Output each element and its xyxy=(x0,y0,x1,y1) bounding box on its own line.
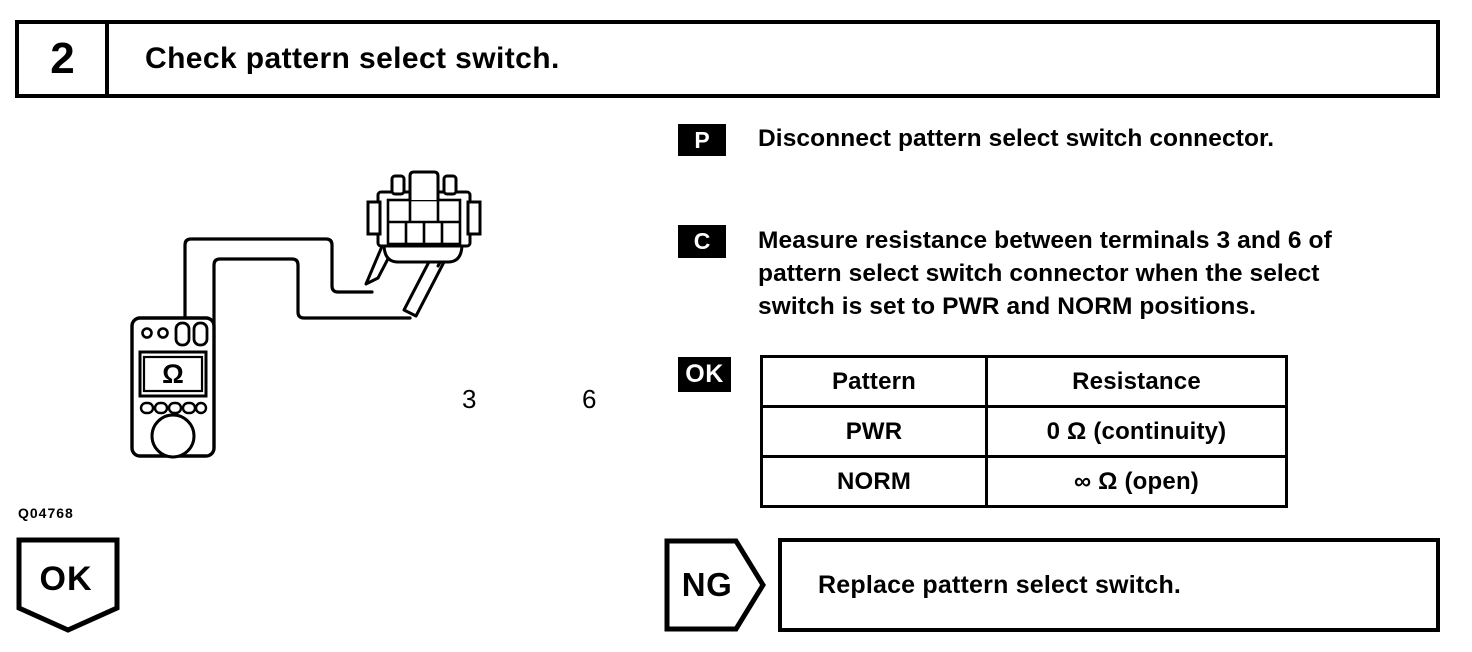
instruction-measure-resistance: Measure resistance between terminals 3 a… xyxy=(758,224,1446,323)
pattern-select-switch-connector xyxy=(366,170,482,264)
instruction-line-1: Measure resistance between terminals 3 a… xyxy=(758,227,1332,254)
figure-reference-code: Q04768 xyxy=(18,505,74,521)
ok-outcome-label: OK xyxy=(39,560,93,598)
meter-jack-right xyxy=(192,321,209,347)
terminal-label-6: 6 xyxy=(582,384,597,414)
meter-button-row xyxy=(139,401,208,415)
resistance-specification-table: Pattern Resistance PWR 0 Ω (continuity) … xyxy=(760,355,1288,508)
meter-jack-left xyxy=(174,321,191,347)
step-number-cell: 2 xyxy=(19,24,109,94)
column-header-resistance: Resistance xyxy=(985,355,1288,408)
cell-pattern-norm: NORM xyxy=(760,455,988,508)
ng-pennant-shape xyxy=(664,538,766,632)
instruction-line-2: pattern select switch connector when the… xyxy=(758,260,1320,287)
ok-shield-shape xyxy=(16,537,120,633)
ng-action-text: Replace pattern select switch. xyxy=(818,570,1182,599)
ng-outcome-label: NG xyxy=(681,566,733,603)
terminal-label-3: 3 xyxy=(462,384,477,414)
table-header-row: Pattern Resistance xyxy=(760,355,1288,408)
column-header-pattern: Pattern xyxy=(760,355,988,408)
illustration-svg: Ω xyxy=(130,170,482,459)
meter-display-screen xyxy=(142,355,204,393)
meter-rotary-dial xyxy=(150,413,196,459)
table-row: PWR 0 Ω (continuity) xyxy=(760,405,1288,458)
meter-display-value: Ω xyxy=(162,359,184,389)
instruction-disconnect-connector: Disconnect pattern select switch connect… xyxy=(758,125,1275,152)
step-number: 2 xyxy=(50,34,75,83)
meter-jack-small-1 xyxy=(141,327,153,339)
ng-action-box: Replace pattern select switch. xyxy=(778,538,1440,632)
cell-pattern-pwr: PWR xyxy=(760,405,988,458)
step-header: 2 Check pattern select switch. xyxy=(15,20,1440,98)
test-lead-wires xyxy=(183,237,412,327)
check-badge: C xyxy=(678,225,726,258)
measurement-illustration: Ω 3 6 xyxy=(110,160,596,480)
ok-outcome-shield: OK xyxy=(16,536,122,634)
cell-resistance-pwr: 0 Ω (continuity) xyxy=(985,405,1288,458)
preparation-badge: P xyxy=(678,124,726,156)
table-row: NORM ∞ Ω (open) xyxy=(760,455,1288,508)
multimeter xyxy=(130,316,216,459)
ok-result-badge: OK xyxy=(678,357,731,392)
cell-resistance-norm: ∞ Ω (open) xyxy=(985,455,1288,508)
instruction-line-3: switch is set to PWR and NORM positions. xyxy=(758,293,1257,320)
page-title: Check pattern select switch. xyxy=(145,42,560,75)
meter-jack-small-2 xyxy=(157,327,169,339)
ng-outcome-pennant: NG xyxy=(664,538,766,632)
step-title-cell: Check pattern select switch. xyxy=(109,24,1436,94)
